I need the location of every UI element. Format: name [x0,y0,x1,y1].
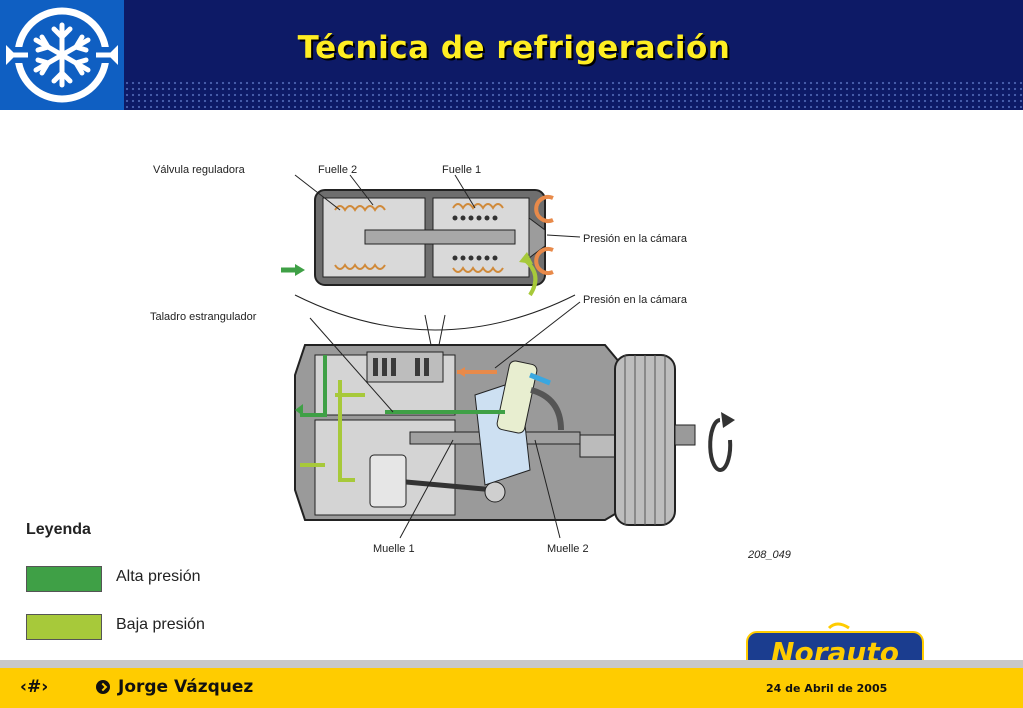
figure-code: 208_049 [747,549,791,561]
header-dot-pattern [124,80,1023,108]
label-taladro-estrangulador: Taladro estrangulador [150,311,257,323]
compressor-body [294,344,735,526]
bullet-arrow-icon [96,680,110,694]
label-fuelle-2: Fuelle 2 [318,164,357,176]
legend-title: Leyenda [26,521,91,538]
slide-title: Técnica de refrigeración [297,30,731,66]
snowflake-logo [0,0,124,110]
header-bar: Técnica de refrigeración [0,0,1023,110]
presentation-date: 24 de Abril de 2005 [766,682,888,695]
label-muelle-1: Muelle 1 [373,543,415,555]
legend-swatch-alta [26,566,102,592]
author-name: Jorge Vázquez [118,677,254,697]
regulating-valve-detail [281,189,554,297]
label-fuelle-1: Fuelle 1 [442,164,481,176]
footer-divider [0,660,1023,668]
label-valvula-reguladora: Válvula reguladora [153,164,246,176]
compressor-diagram: Válvula reguladora Fuelle 2 Fuelle 1 Pre… [150,164,791,561]
label-presion-camara-1: Presión en la cámara [583,233,688,245]
footer-bar: ‹#› Jorge Vázquez 24 de Abril de 2005 [0,668,1023,708]
legend-label-baja: Baja presión [116,616,205,633]
legend-label-alta: Alta presión [116,568,201,585]
label-presion-camara-2: Presión en la cámara [583,294,688,306]
slide-number: ‹#› [20,677,49,697]
legend-swatch-baja [26,614,102,640]
label-muelle-2: Muelle 2 [547,543,589,555]
